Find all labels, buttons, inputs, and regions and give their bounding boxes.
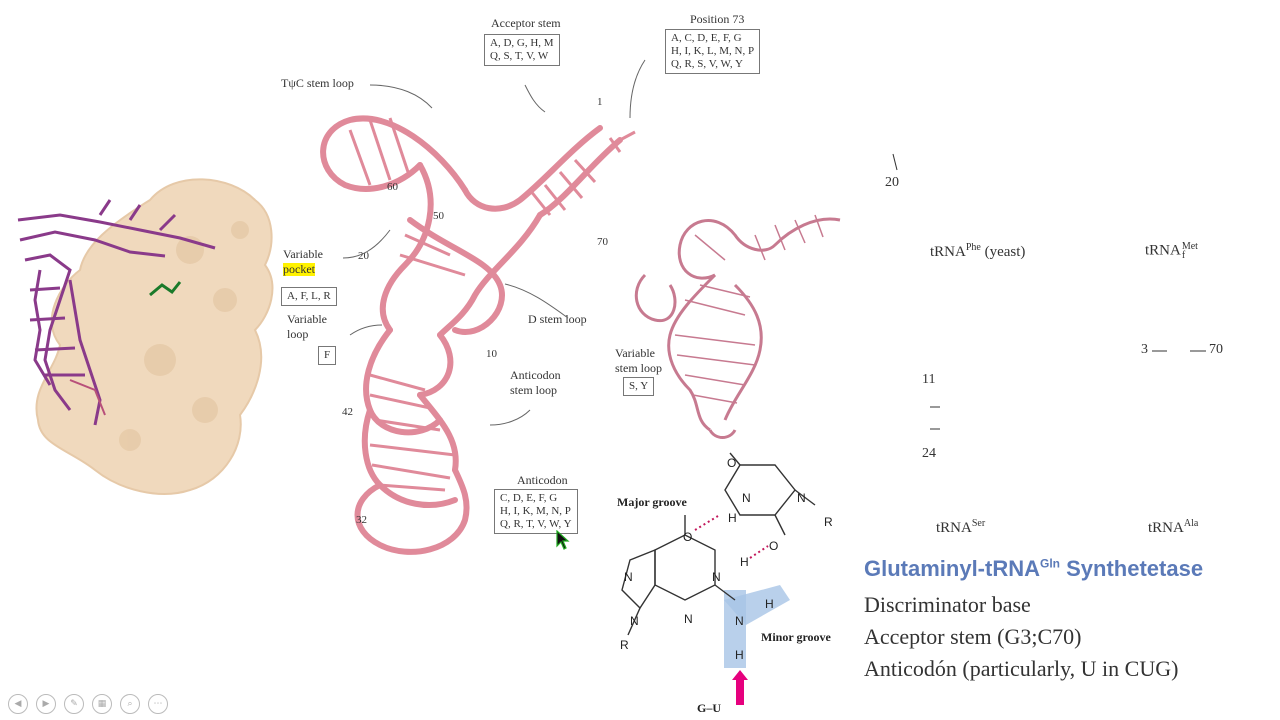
guanine-n2: N: [735, 614, 744, 628]
pos73-line3: Q, R, S, V, W, Y: [671, 58, 743, 70]
variable-loop-label-2: loop: [287, 327, 309, 341]
trna-cloverleaf-panel: [892, 153, 1206, 430]
slides-grid-icon[interactable]: ▦: [92, 694, 112, 714]
position-number-20: 20: [358, 250, 369, 262]
trna-met-sup: Met: [1181, 241, 1198, 252]
guanine-o6: O: [683, 530, 693, 544]
uracil-r: R: [824, 515, 833, 529]
pocket-highlight: pocket: [283, 262, 315, 276]
next-slide-icon[interactable]: ▶: [36, 694, 56, 714]
tpc-stem-loop-label: TψC stem loop: [281, 76, 354, 90]
trna-phe-suffix: (yeast): [980, 244, 1026, 260]
acceptor-box-line1: A, D, G, H, M: [490, 37, 554, 49]
title-sup: Gln: [1040, 556, 1060, 571]
anticodon-box: C, D, E, F, G H, I, K, M, N, P Q, R, T, …: [494, 489, 578, 534]
position73-label: Position 73: [690, 12, 745, 26]
guanine-n3: N: [684, 612, 693, 626]
variable-loop-label-1: Variable: [287, 312, 327, 326]
variable-stem-loop-label-1: Variable: [615, 346, 655, 360]
trna-phe-sup: Phe: [965, 242, 981, 253]
guanine-n1: N: [712, 570, 721, 584]
guanine-h1: H: [740, 555, 749, 569]
protein-surface-image: [17, 178, 274, 495]
anticodon-line2: H, I, K, M, N, P: [500, 505, 571, 517]
mouse-cursor-icon: [556, 530, 570, 550]
summary-line-acceptor: Acceptor stem (G3;C70): [864, 624, 1082, 649]
previous-slide-icon[interactable]: ◀: [8, 694, 28, 714]
position-number-50: 50: [433, 210, 444, 222]
gu-pair-label: G–U: [697, 701, 721, 715]
pos73-line1: A, C, D, E, F, G: [671, 32, 742, 44]
trna-phe-position-20: 20: [885, 175, 899, 190]
variable-pocket-label: Variable: [283, 247, 323, 261]
uracil-o-bottom: O: [769, 539, 779, 553]
anticodon-stem-label-2: stem loop: [510, 383, 557, 397]
position-number-1: 1: [597, 96, 603, 108]
glutaminyl-synthetase-title: Glutaminyl-tRNAGln Synthetetase: [864, 556, 1203, 582]
title-suffix: Synthetetase: [1060, 556, 1204, 581]
position-number-70: 70: [597, 236, 608, 248]
position-number-42: 42: [342, 406, 353, 418]
major-groove-label: Major groove: [617, 495, 687, 509]
guanine-h2a: H: [765, 597, 774, 611]
pocket-box: A, F, L, R: [281, 287, 337, 306]
trna-ser-sup: Ser: [971, 518, 986, 529]
anticodon-stem-label-1: Anticodon: [510, 368, 561, 382]
trna-phe-caption: tRNAPhe (yeast): [930, 242, 1025, 261]
acceptor-stem-label: Acceptor stem: [491, 16, 561, 30]
trna-met-name: tRNA: [1145, 242, 1181, 259]
pos73-line2: H, I, K, L, M, N, P: [671, 45, 755, 57]
trna-ser-name: tRNA: [936, 520, 972, 536]
uracil-o-top: O: [727, 456, 737, 470]
position-number-10: 10: [486, 348, 497, 360]
anticodon-line3: Q, R, T, V, W, Y: [500, 518, 572, 530]
summary-line-anticodon: Anticodón (particularly, U in CUG): [864, 656, 1179, 681]
variable-stem-box: S, Y: [623, 377, 655, 396]
position73-box: A, C, D, E, F, G H, I, K, L, M, N, P Q, …: [665, 29, 761, 74]
acceptor-box-line2: Q, S, T, V, W: [490, 50, 549, 62]
callout-line: [892, 153, 898, 171]
trna-met-sub: f: [1181, 250, 1186, 261]
anticodon-line1: C, D, E, F, G: [500, 492, 558, 504]
trna-ala-position-70: 70: [1209, 342, 1223, 357]
variable-stem-loop-label-2: stem loop: [615, 361, 662, 375]
position-number-60: 60: [387, 181, 398, 193]
title-prefix: Glutaminyl-tRNA: [864, 556, 1040, 581]
minor-groove-label: Minor groove: [761, 630, 831, 644]
trna-ser-caption: tRNASer: [936, 518, 985, 537]
guanine-h2b: H: [735, 648, 744, 662]
uracil-h3: H: [728, 511, 737, 525]
gu-wobble-structure: [621, 452, 816, 705]
trna-ala-sup: Ala: [1183, 518, 1199, 529]
trna-ribbon-diagram: [320, 115, 636, 555]
trna-ala-caption: tRNAAla: [1148, 518, 1198, 537]
uracil-n3: N: [742, 491, 751, 505]
guanine-r: R: [620, 638, 629, 652]
zoom-icon[interactable]: ⌕: [120, 694, 140, 714]
pen-tool-icon[interactable]: ✎: [64, 694, 84, 714]
d-stem-loop-label: D stem loop: [528, 312, 587, 326]
guanine-n7: N: [624, 570, 633, 584]
more-options-icon[interactable]: ⋯: [148, 694, 168, 714]
guanine-n9: N: [630, 614, 639, 628]
position-number-32: 32: [356, 514, 367, 526]
trna-ala-name: tRNA: [1148, 520, 1184, 536]
small-trna-ribbon: [634, 214, 841, 439]
trna-phe-name: tRNA: [930, 244, 966, 260]
uracil-n1: N: [797, 491, 806, 505]
trna-ser-position-24: 24: [922, 446, 936, 461]
acceptor-stem-box: A, D, G, H, M Q, S, T, V, W: [484, 34, 560, 66]
label-arrows: [342, 59, 646, 426]
summary-line-discriminator: Discriminator base: [864, 592, 1031, 617]
trna-ser-position-11: 11: [922, 372, 936, 387]
anticodon-label: Anticodon: [517, 473, 568, 487]
variable-loop-box: F: [318, 346, 337, 365]
trna-ala-position-3: 3: [1141, 342, 1148, 357]
